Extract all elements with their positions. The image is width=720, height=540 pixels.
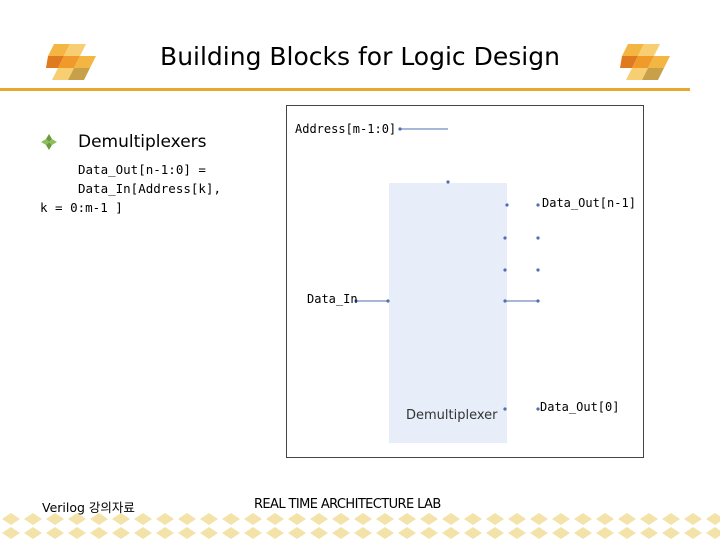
data-in-block-pin bbox=[386, 299, 390, 303]
desc-line-3: k = 0:m-1 ] bbox=[40, 200, 123, 215]
demux-block bbox=[389, 183, 507, 443]
data-out-bottom-label: Data_Out[0] bbox=[540, 400, 619, 414]
output-pin bbox=[503, 407, 507, 411]
data-in-label: Data_In bbox=[307, 292, 358, 306]
output-end-pin bbox=[536, 236, 540, 240]
bullet-text: Demultiplexers bbox=[78, 132, 207, 152]
output-pin bbox=[503, 236, 507, 240]
data-in-pin bbox=[354, 299, 358, 303]
cube-logo-left bbox=[46, 44, 96, 80]
address-input-pin bbox=[446, 180, 450, 184]
address-pin bbox=[398, 127, 402, 131]
diamond-bullet-icon bbox=[41, 134, 57, 150]
desc-line-2: Data_In[Address[k], bbox=[78, 181, 221, 196]
demux-diagram: Address[m-1:0] Data_In Data_Out[n-1] Dat… bbox=[286, 105, 644, 458]
output-end-pin bbox=[536, 268, 540, 272]
output-pin bbox=[503, 299, 507, 303]
title-underline bbox=[0, 88, 690, 91]
slide-title: Building Blocks for Logic Design bbox=[160, 42, 560, 71]
cube-logo-right bbox=[620, 44, 670, 80]
output-end-pin bbox=[536, 203, 540, 207]
output-end-pin bbox=[536, 407, 540, 411]
bullet-row: Demultiplexers bbox=[40, 132, 207, 152]
footer-lab-label: REAL TIME ARCHITECTURE LAB bbox=[254, 497, 441, 512]
output-pin bbox=[503, 268, 507, 272]
block-label: Demultiplexer bbox=[406, 408, 498, 423]
desc-line-1: Data_Out[n-1:0] = bbox=[78, 162, 206, 177]
demux-description: Data_Out[n-1:0] = Data_In[Address[k], k … bbox=[40, 160, 280, 217]
footer-course-label: Verilog 강의자료 bbox=[42, 500, 135, 515]
output-end-pin bbox=[536, 299, 540, 303]
data-out-top-label: Data_Out[n-1] bbox=[542, 196, 636, 210]
address-label: Address[m-1:0] bbox=[295, 122, 396, 136]
output-pin bbox=[505, 203, 509, 207]
decorative-diamond-band bbox=[0, 512, 720, 540]
